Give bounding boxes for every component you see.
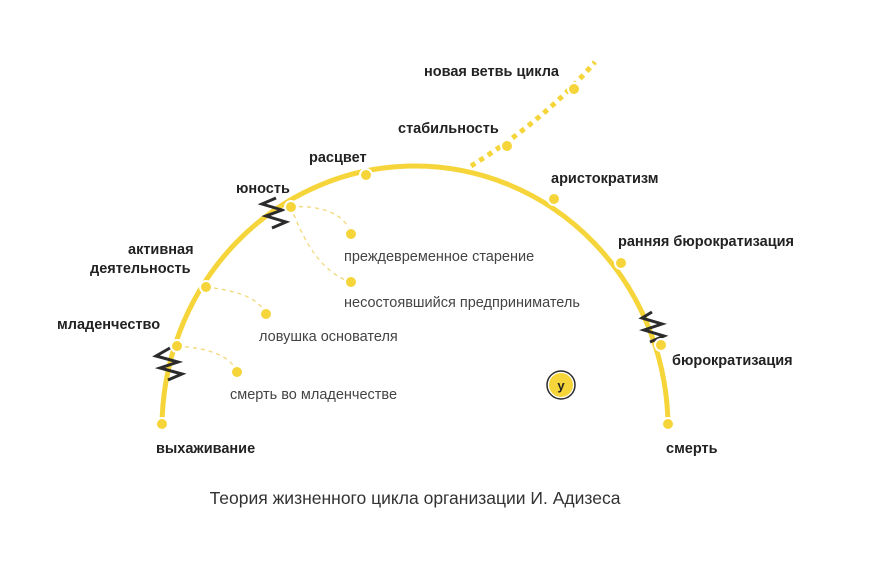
new-cycle-branch-line	[469, 60, 597, 169]
dot-mladenchestvo	[170, 339, 184, 353]
zigzag-crisis-mark-byurokratizaciya	[638, 310, 669, 344]
trap-line-nesostoyavshiysya	[290, 206, 352, 283]
dot-vyhazhivanie	[155, 417, 169, 431]
label-trap-lovushka: ловушка основателя	[259, 329, 398, 345]
label-aktivnaya-line2: деятельность	[90, 261, 191, 277]
label-rannyaya: ранняя бюрократизация	[618, 234, 794, 250]
label-aktivnaya-line1: активная	[128, 242, 194, 258]
label-rascvet: расцвет	[309, 150, 367, 166]
label-mladenchestvo: младенчество	[57, 317, 160, 333]
badge-letter: у	[557, 378, 565, 393]
dot-novaya-vetv	[567, 82, 581, 96]
dot-trap-prezhdevremennoe	[344, 227, 358, 241]
label-trap-prezhdevremennoe: преждевременное старение	[344, 249, 534, 265]
lifecycle-curve	[159, 163, 671, 431]
dot-aristokratizm	[547, 192, 561, 206]
dot-byurokratizaciya	[654, 338, 668, 352]
dot-trap-nesostoyavshiysya	[344, 275, 358, 289]
zigzag-crisis-mark-yunost	[257, 196, 291, 230]
dot-smert	[661, 417, 675, 431]
zigzag-crisis-mark-mladenchestvo	[152, 346, 187, 382]
dot-aktivnaya	[199, 280, 213, 294]
dot-trap-lovushka	[259, 307, 273, 321]
label-aristokratizm: аристократизм	[551, 171, 658, 187]
trap-line-smert-mladenchestvo	[176, 345, 238, 373]
yandex-y-icon: у	[546, 370, 576, 400]
label-trap-nesostoyavshiysya: несостоявшийся предприниматель	[344, 295, 580, 311]
dot-rascvet	[359, 168, 373, 182]
label-novaya-vetv: новая ветвь цикла	[424, 64, 560, 80]
label-yunost: юность	[236, 181, 290, 197]
dot-yunost	[284, 200, 298, 214]
dot-trap-smert-mladenchestvo	[230, 365, 244, 379]
label-stabilnost: стабильность	[398, 121, 499, 137]
label-smert: смерть	[666, 441, 718, 457]
label-trap-smert-mladenchestvo: смерть во младенчестве	[230, 387, 397, 403]
trap-line-lovushka	[205, 286, 267, 315]
label-vyhazhivanie: выхаживание	[156, 441, 255, 457]
diagram-caption: Теория жизненного цикла организации И. А…	[210, 488, 621, 508]
stage-dots	[155, 82, 675, 431]
dot-rannyaya	[614, 256, 628, 270]
dot-stabilnost	[500, 139, 514, 153]
trap-dots	[230, 227, 358, 379]
label-byurokratizaciya: бюрократизация	[672, 353, 793, 369]
